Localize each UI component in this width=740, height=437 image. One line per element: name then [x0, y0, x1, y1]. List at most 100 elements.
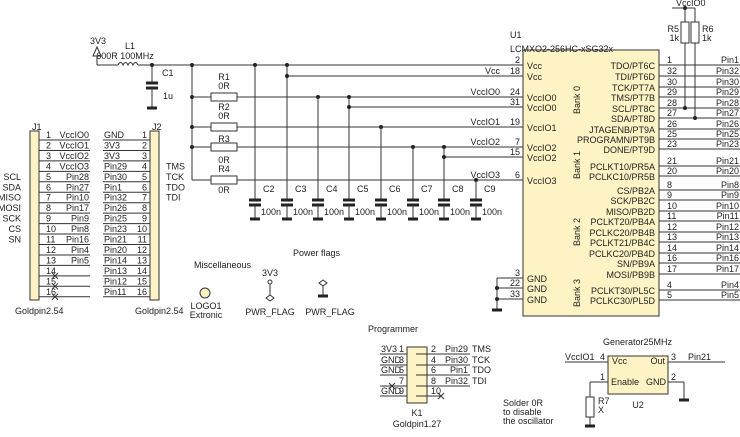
u1-pin-name: TDO/PT6C	[610, 61, 655, 71]
j2-pin-number: 1	[142, 130, 147, 140]
junction-dot	[495, 286, 499, 290]
j2-pin-net: Pin25	[104, 214, 127, 224]
u1-pin-number: 15	[510, 147, 520, 157]
u1-ref: U1	[510, 30, 522, 40]
no-connect-icon	[51, 272, 59, 280]
u1-pin-name: PROGRAMN/PT9B	[577, 135, 655, 145]
j2-pin-net: Pin11	[104, 287, 126, 297]
capacitor-value: 100n	[419, 207, 439, 217]
u1-pin-number: 17	[667, 264, 677, 274]
k1-pin-function: TDO	[472, 365, 491, 375]
k1-pin-number: 9	[399, 386, 404, 396]
u1-pin-name: VccIO3	[527, 176, 557, 186]
k1-pin-function: TCK	[472, 355, 490, 365]
u1-pin-name: MISO/PB2D	[606, 207, 656, 217]
no-connect-icon	[437, 392, 445, 400]
net-label: Pin16	[716, 253, 739, 263]
j1-pin-number: 8	[46, 203, 51, 213]
u1-pin-number: 19	[510, 117, 520, 127]
u1-pin-name: TCK/PT7A	[612, 83, 655, 93]
u1-pin-number: 8	[667, 180, 672, 190]
net-label: Pin10	[716, 201, 739, 211]
net-label: Pin9	[721, 190, 739, 200]
u1-pin-number: 2	[515, 55, 520, 65]
k1-pin-net: GND	[381, 355, 402, 365]
u1-pin-name: PCLKT10/PR5A	[590, 162, 655, 172]
u1-pin-number: 7	[515, 137, 520, 147]
j2-pin-number: 3	[142, 151, 147, 161]
r6-value: 1k	[702, 33, 712, 43]
u2-net: VccIO1	[565, 352, 595, 362]
u1-pin-number: 18	[510, 66, 520, 76]
resistor-value: 0R	[218, 155, 230, 165]
j2-body	[149, 130, 160, 301]
logo-ref: LOGO1	[190, 301, 221, 311]
u1-part: LCMXO2-256HC-xSG32x	[510, 44, 614, 54]
u2-pin-name: GND	[646, 377, 667, 387]
u1-pin-number: 16	[667, 253, 677, 263]
u1-pin-name: MOSI/PB9B	[606, 270, 655, 280]
r6-ref: R6	[702, 24, 714, 34]
resistor-ref: R4	[218, 164, 230, 174]
resistor-icon	[690, 21, 700, 44]
net-label: VccIO1	[470, 117, 500, 127]
j1-pin-number: 3	[46, 151, 51, 161]
u1-pin-number: 5	[667, 290, 672, 300]
u1-pin-number: 29	[667, 87, 677, 97]
j1-pin-net: Pin27	[66, 182, 89, 192]
resistor-icon	[210, 175, 238, 185]
j1-pin-net: Pin17	[66, 203, 89, 213]
j2-pin-net: 3V3	[104, 140, 120, 150]
k1-pin-number: 4	[431, 355, 436, 365]
j1-footprint: Goldpin2.54	[15, 306, 64, 316]
power-flag-net: 3V3	[262, 268, 278, 278]
programmer-title: Programmer	[368, 324, 418, 334]
j1-pin-net: VccIO2	[59, 151, 89, 161]
u1-pin-name: PCLKC20/PB4B	[589, 228, 655, 238]
u1-pin-number: 30	[667, 77, 677, 87]
junction-dot	[495, 297, 499, 301]
bank-label: Bank 1	[572, 151, 582, 179]
resistor-ref: R3	[218, 134, 230, 144]
j1-pin-number: 4	[46, 161, 51, 171]
k1-footprint: Goldpin1.27	[393, 419, 442, 429]
no-connect-icon	[388, 382, 396, 390]
capacitor-ref: C5	[357, 184, 369, 194]
k1-pin-function: TDI	[472, 376, 487, 386]
k1-pin-net: GND	[381, 365, 402, 375]
net-label: Pin20	[716, 166, 739, 176]
j1-pin-net: VccIO1	[59, 140, 89, 150]
junction-dot	[693, 116, 697, 120]
j1-pin-number: 16	[46, 287, 56, 297]
junction-dot	[683, 106, 687, 110]
k1-pin-function: TMS	[472, 344, 491, 354]
k1-pin-number: 5	[399, 365, 404, 375]
power-source-label: 3V3	[90, 36, 106, 46]
capacitor-ref: C3	[295, 184, 307, 194]
net-label: Pin1	[721, 55, 739, 65]
k1-pin-number: 2	[431, 344, 436, 354]
j1-pin-number: 10	[46, 224, 56, 234]
u1-pin-name: SCK/PB2C	[610, 196, 655, 206]
no-connect-icon	[51, 282, 59, 290]
generator-title: Generator25MHz	[603, 337, 673, 347]
u1-pin-name: VccIO2	[527, 153, 557, 163]
j2-pin-net: Pin23	[104, 224, 127, 234]
u1-pin-name: JTAGENB/PT9A	[589, 125, 655, 135]
capacitor-ref: C4	[326, 184, 338, 194]
net-label: Pin21	[716, 156, 739, 166]
j1-pin-net: Pin4	[71, 245, 89, 255]
capacitor-value: 100n	[261, 207, 281, 217]
resistor-ref: R2	[218, 102, 230, 112]
capacitor-value: 100n	[387, 207, 407, 217]
r7-ref: R7	[598, 396, 610, 406]
u1-pin-number: 1	[667, 55, 672, 65]
u1-pin-number: 4	[667, 280, 672, 290]
j2-pin-number: 14	[137, 266, 147, 276]
u1-pin-number: 3	[515, 268, 520, 278]
power-flag-label: PWR_FLAG	[245, 307, 295, 317]
k1-pin-net: 3V3	[381, 344, 397, 354]
j1-pin-net: Pin10	[66, 193, 89, 203]
bank-label: Bank 0	[572, 86, 582, 114]
u2-pin-number: 4	[600, 352, 605, 362]
